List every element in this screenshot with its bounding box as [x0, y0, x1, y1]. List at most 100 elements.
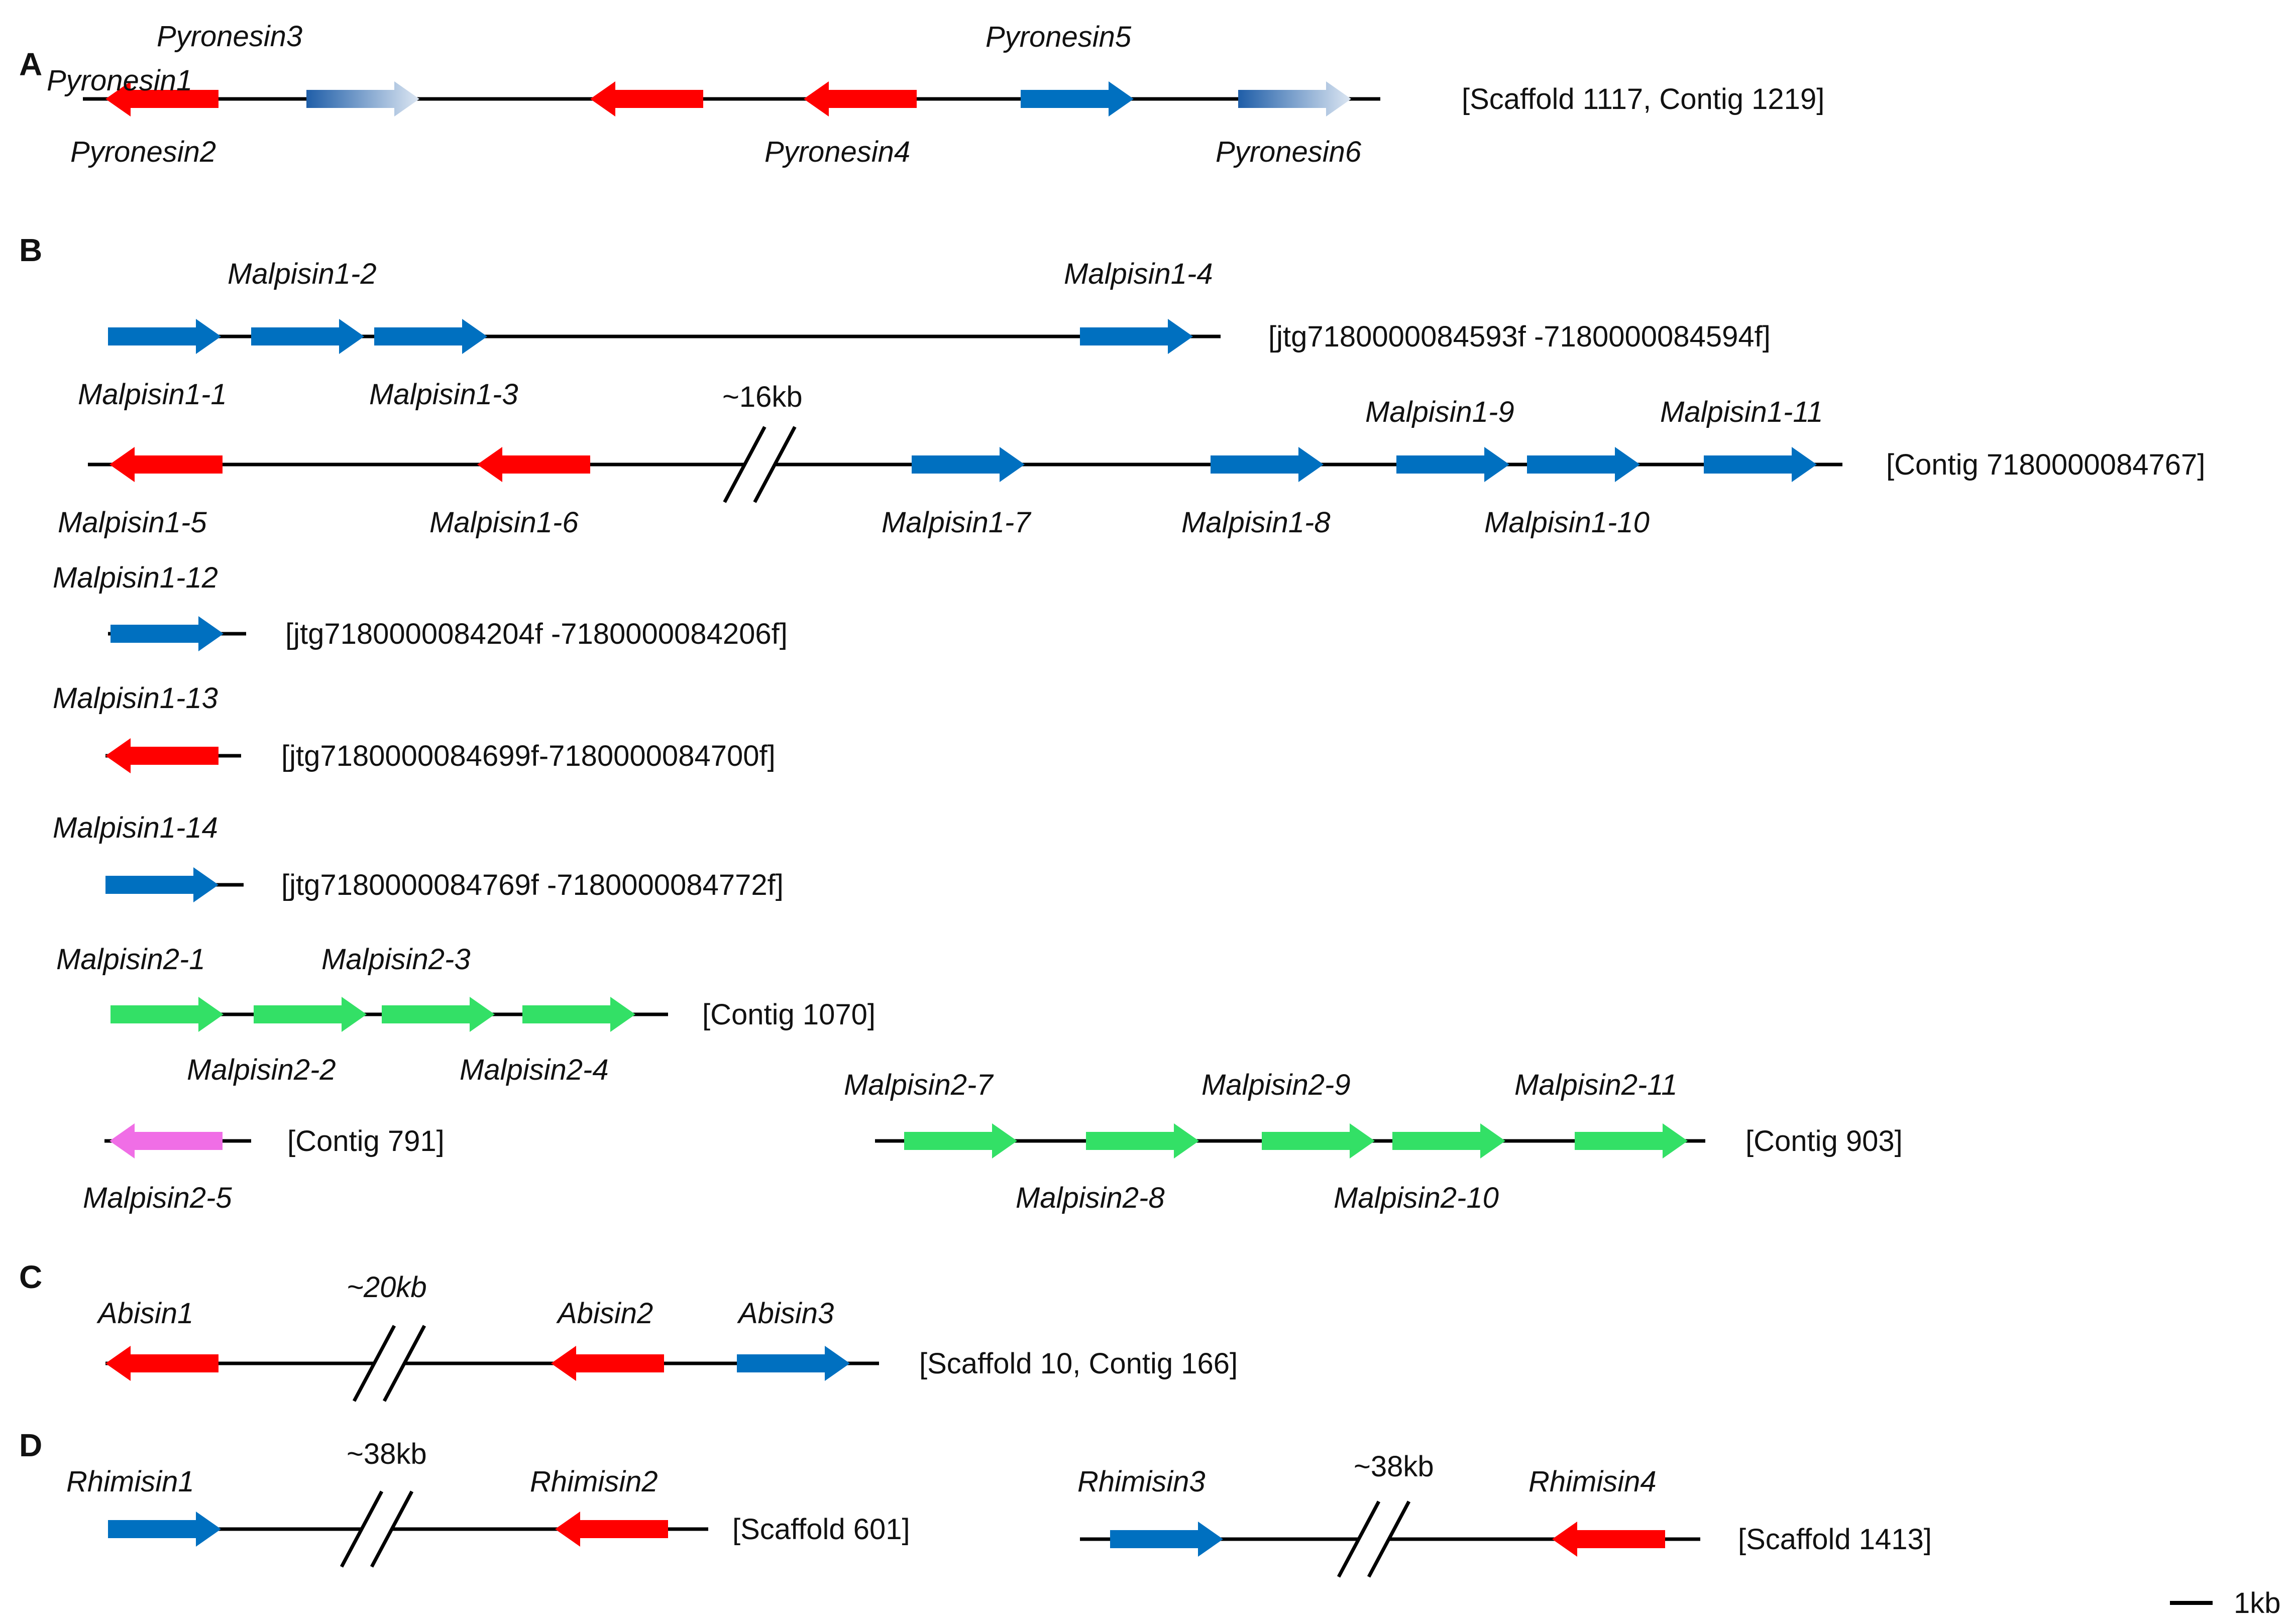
- gene-label: Pyronesin2: [70, 136, 216, 168]
- gene-malpisin2-11: Malpisin2-11: [1514, 1069, 1688, 1158]
- gene-malpisin1-4: Malpisin1-4: [1064, 258, 1213, 354]
- gene-malpisin1-13: Malpisin1-13: [53, 682, 218, 773]
- gene-label: Malpisin1-11: [1660, 396, 1823, 428]
- gap-size-label: ~38kb: [1354, 1450, 1434, 1483]
- gene-arrow-left: [477, 447, 590, 482]
- gene-arrow-right: [1211, 447, 1324, 482]
- gene-label: Rhimisin2: [530, 1465, 658, 1498]
- contig-label: [Contig 791]: [287, 1125, 445, 1157]
- gene-label: Malpisin1-1: [78, 378, 227, 411]
- gene-abisin3: Abisin3: [737, 1297, 850, 1381]
- gene-label: Pyronesin6: [1216, 136, 1362, 168]
- gene-malpisin2-5: Malpisin2-5: [83, 1123, 232, 1214]
- scale-bar: 1kb: [2170, 1587, 2281, 1619]
- gene-arrow-right: [1704, 447, 1817, 482]
- gene-abisin1: Abisin1: [96, 1297, 218, 1381]
- track-d2: ~38kb Rhimisin3 Rhimisin4 [Scaffold 1413]: [1077, 1450, 1932, 1578]
- gene-arrow-right: [1080, 319, 1193, 354]
- track-b6: Malpisin2-1Malpisin2-2Malpisin2-3Malpisi…: [56, 943, 876, 1086]
- scale-bar-label: 1kb: [2234, 1587, 2281, 1619]
- gene-label: Malpisin1-12: [53, 561, 218, 594]
- contig-label: [jtg7180000084769f -7180000084772f]: [281, 869, 784, 901]
- gene-rhimisin3: Rhimisin3: [1077, 1465, 1223, 1557]
- gene-arrow-right: [1396, 447, 1509, 482]
- gene-arrow-left: [590, 81, 703, 117]
- contig-label: [Contig 1070]: [702, 998, 876, 1031]
- gene-arrow-right: [382, 997, 495, 1032]
- contig-label: [jtg7180000084699f-7180000084700f]: [281, 740, 776, 772]
- gap-slash-left: [1337, 1500, 1381, 1578]
- gap-size-label: ~38kb: [347, 1438, 427, 1470]
- gene-label: Malpisin2-2: [187, 1054, 336, 1086]
- gene-label: Malpisin1-10: [1484, 506, 1650, 539]
- gene-malpisin1-12: Malpisin1-12: [53, 561, 224, 651]
- gene-arrow-right: [904, 1123, 1017, 1158]
- gap-slash-right: [370, 1490, 414, 1568]
- gene-label: Malpisin1-7: [882, 506, 1032, 539]
- track-b7: Malpisin2-5 [Contig 791]: [83, 1123, 445, 1214]
- gene-rhimisin1: Rhimisin1: [66, 1465, 221, 1547]
- contig-label: [Scaffold 1117, Contig 1219]: [1462, 83, 1824, 115]
- gene-pyronesin2: Pyronesin2: [70, 81, 419, 168]
- gene-label: Malpisin2-9: [1201, 1069, 1351, 1101]
- gene-malpisin2-7: Malpisin2-7: [844, 1069, 1017, 1158]
- gene-pyronesin1: Pyronesin1: [47, 64, 218, 117]
- gene-label: Abisin3: [737, 1297, 834, 1330]
- gene-arrow-right: [1527, 447, 1640, 482]
- gene-label: Pyronesin3: [157, 20, 302, 53]
- gene-malpisin1-3: Malpisin1-3: [369, 319, 518, 411]
- gene-malpisin1-1: Malpisin1-1: [78, 319, 227, 411]
- contig-label: [jtg7180000084204f -7180000084206f]: [285, 618, 788, 650]
- gene-label: Malpisin2-11: [1514, 1069, 1678, 1101]
- gene-arrow-left: [1552, 1522, 1665, 1557]
- panel-letter-b: B: [19, 232, 42, 268]
- gene-rhimisin4: Rhimisin4: [1528, 1465, 1665, 1557]
- gene-malpisin1-2: Malpisin1-2: [228, 258, 377, 354]
- gene-malpisin2-9: Malpisin2-9: [1201, 1069, 1375, 1158]
- gene-label: Abisin1: [96, 1297, 193, 1330]
- gene-label: Malpisin1-8: [1181, 506, 1331, 539]
- gene-arrow-left: [551, 1346, 664, 1381]
- gap-slash-right: [1367, 1500, 1411, 1578]
- gene-malpisin1-9: Malpisin1-9: [1365, 396, 1514, 482]
- gene-label: Malpisin1-13: [53, 682, 218, 715]
- gene-arrow-right: [251, 319, 364, 354]
- gene-malpisin1-10: Malpisin1-10: [1484, 447, 1650, 539]
- gene-arrow-left: [110, 447, 223, 482]
- gene-label: Malpisin1-4: [1064, 258, 1213, 290]
- gene-label: Malpisin2-10: [1334, 1182, 1499, 1214]
- gap-slash-left: [340, 1490, 384, 1568]
- gene-arrow-right: [111, 997, 224, 1032]
- track-b4: Malpisin1-13 [jtg7180000084699f-718000008…: [53, 682, 776, 773]
- gene-arrow-right: [912, 447, 1025, 482]
- track-b3: Malpisin1-12 [jtg7180000084204f -71800000…: [53, 561, 788, 651]
- gene-label: Pyronesin4: [764, 136, 910, 168]
- contig-label: [Scaffold 601]: [732, 1513, 910, 1546]
- gap-marker: ~38kb: [340, 1438, 427, 1568]
- gene-label: Rhimisin4: [1528, 1465, 1657, 1498]
- gene-label: Malpisin2-5: [83, 1182, 232, 1214]
- gene-label: Pyronesin1: [47, 64, 192, 97]
- gene-malpisin2-3: Malpisin2-3: [321, 943, 495, 1032]
- gene-label: Malpisin1-3: [369, 378, 518, 411]
- gene-arrow-right: [1575, 1123, 1688, 1158]
- contig-label: [Scaffold 1413]: [1738, 1523, 1932, 1556]
- contig-label: [Contig 903]: [1745, 1125, 1903, 1157]
- gene-label: Malpisin1-2: [228, 258, 377, 290]
- gap-marker: ~38kb: [1337, 1450, 1434, 1578]
- gene-label: Malpisin1-14: [53, 812, 218, 844]
- gene-malpisin2-8: Malpisin2-8: [1016, 1123, 1199, 1214]
- gene-arrow-left: [804, 81, 917, 117]
- gene-malpisin2-10: Malpisin2-10: [1334, 1123, 1505, 1214]
- gene-label: Malpisin2-3: [321, 943, 471, 976]
- gap-slash-right: [753, 426, 797, 503]
- track-b5: Malpisin1-14 [jtg7180000084769f -71800000…: [53, 812, 784, 902]
